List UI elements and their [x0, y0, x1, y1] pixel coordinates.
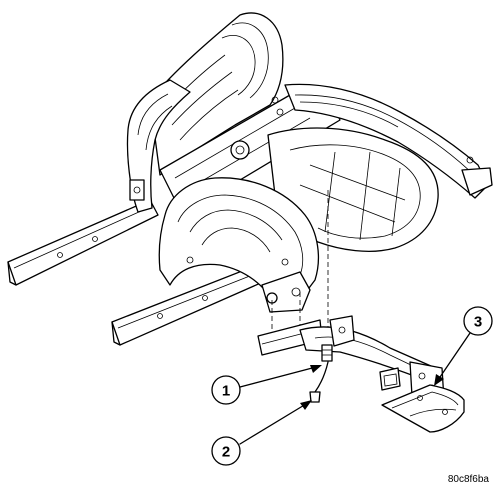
callout-3: 3: [434, 306, 493, 386]
front-shell: [126, 79, 191, 213]
callout-2-label: 2: [222, 444, 230, 461]
hitch-bolt: [321, 344, 333, 362]
frame-mount-bracket: [261, 271, 311, 313]
mounting-bracket: [381, 384, 465, 433]
callout-1: 1: [211, 365, 322, 405]
vehicle-frame: [7, 12, 493, 346]
trailer-hitch-assembly: [257, 315, 445, 401]
left-frame-rail: [7, 199, 159, 286]
rear-wheelhouse: [158, 177, 320, 306]
wiring-harness: [309, 361, 329, 403]
figure-reference-code: 80c8f6ba: [447, 474, 489, 485]
right-upper-rail: [271, 83, 493, 199]
callout-2: 2: [211, 400, 312, 466]
callout-1-label: 1: [222, 383, 230, 400]
callout-3-label: 3: [474, 314, 482, 331]
